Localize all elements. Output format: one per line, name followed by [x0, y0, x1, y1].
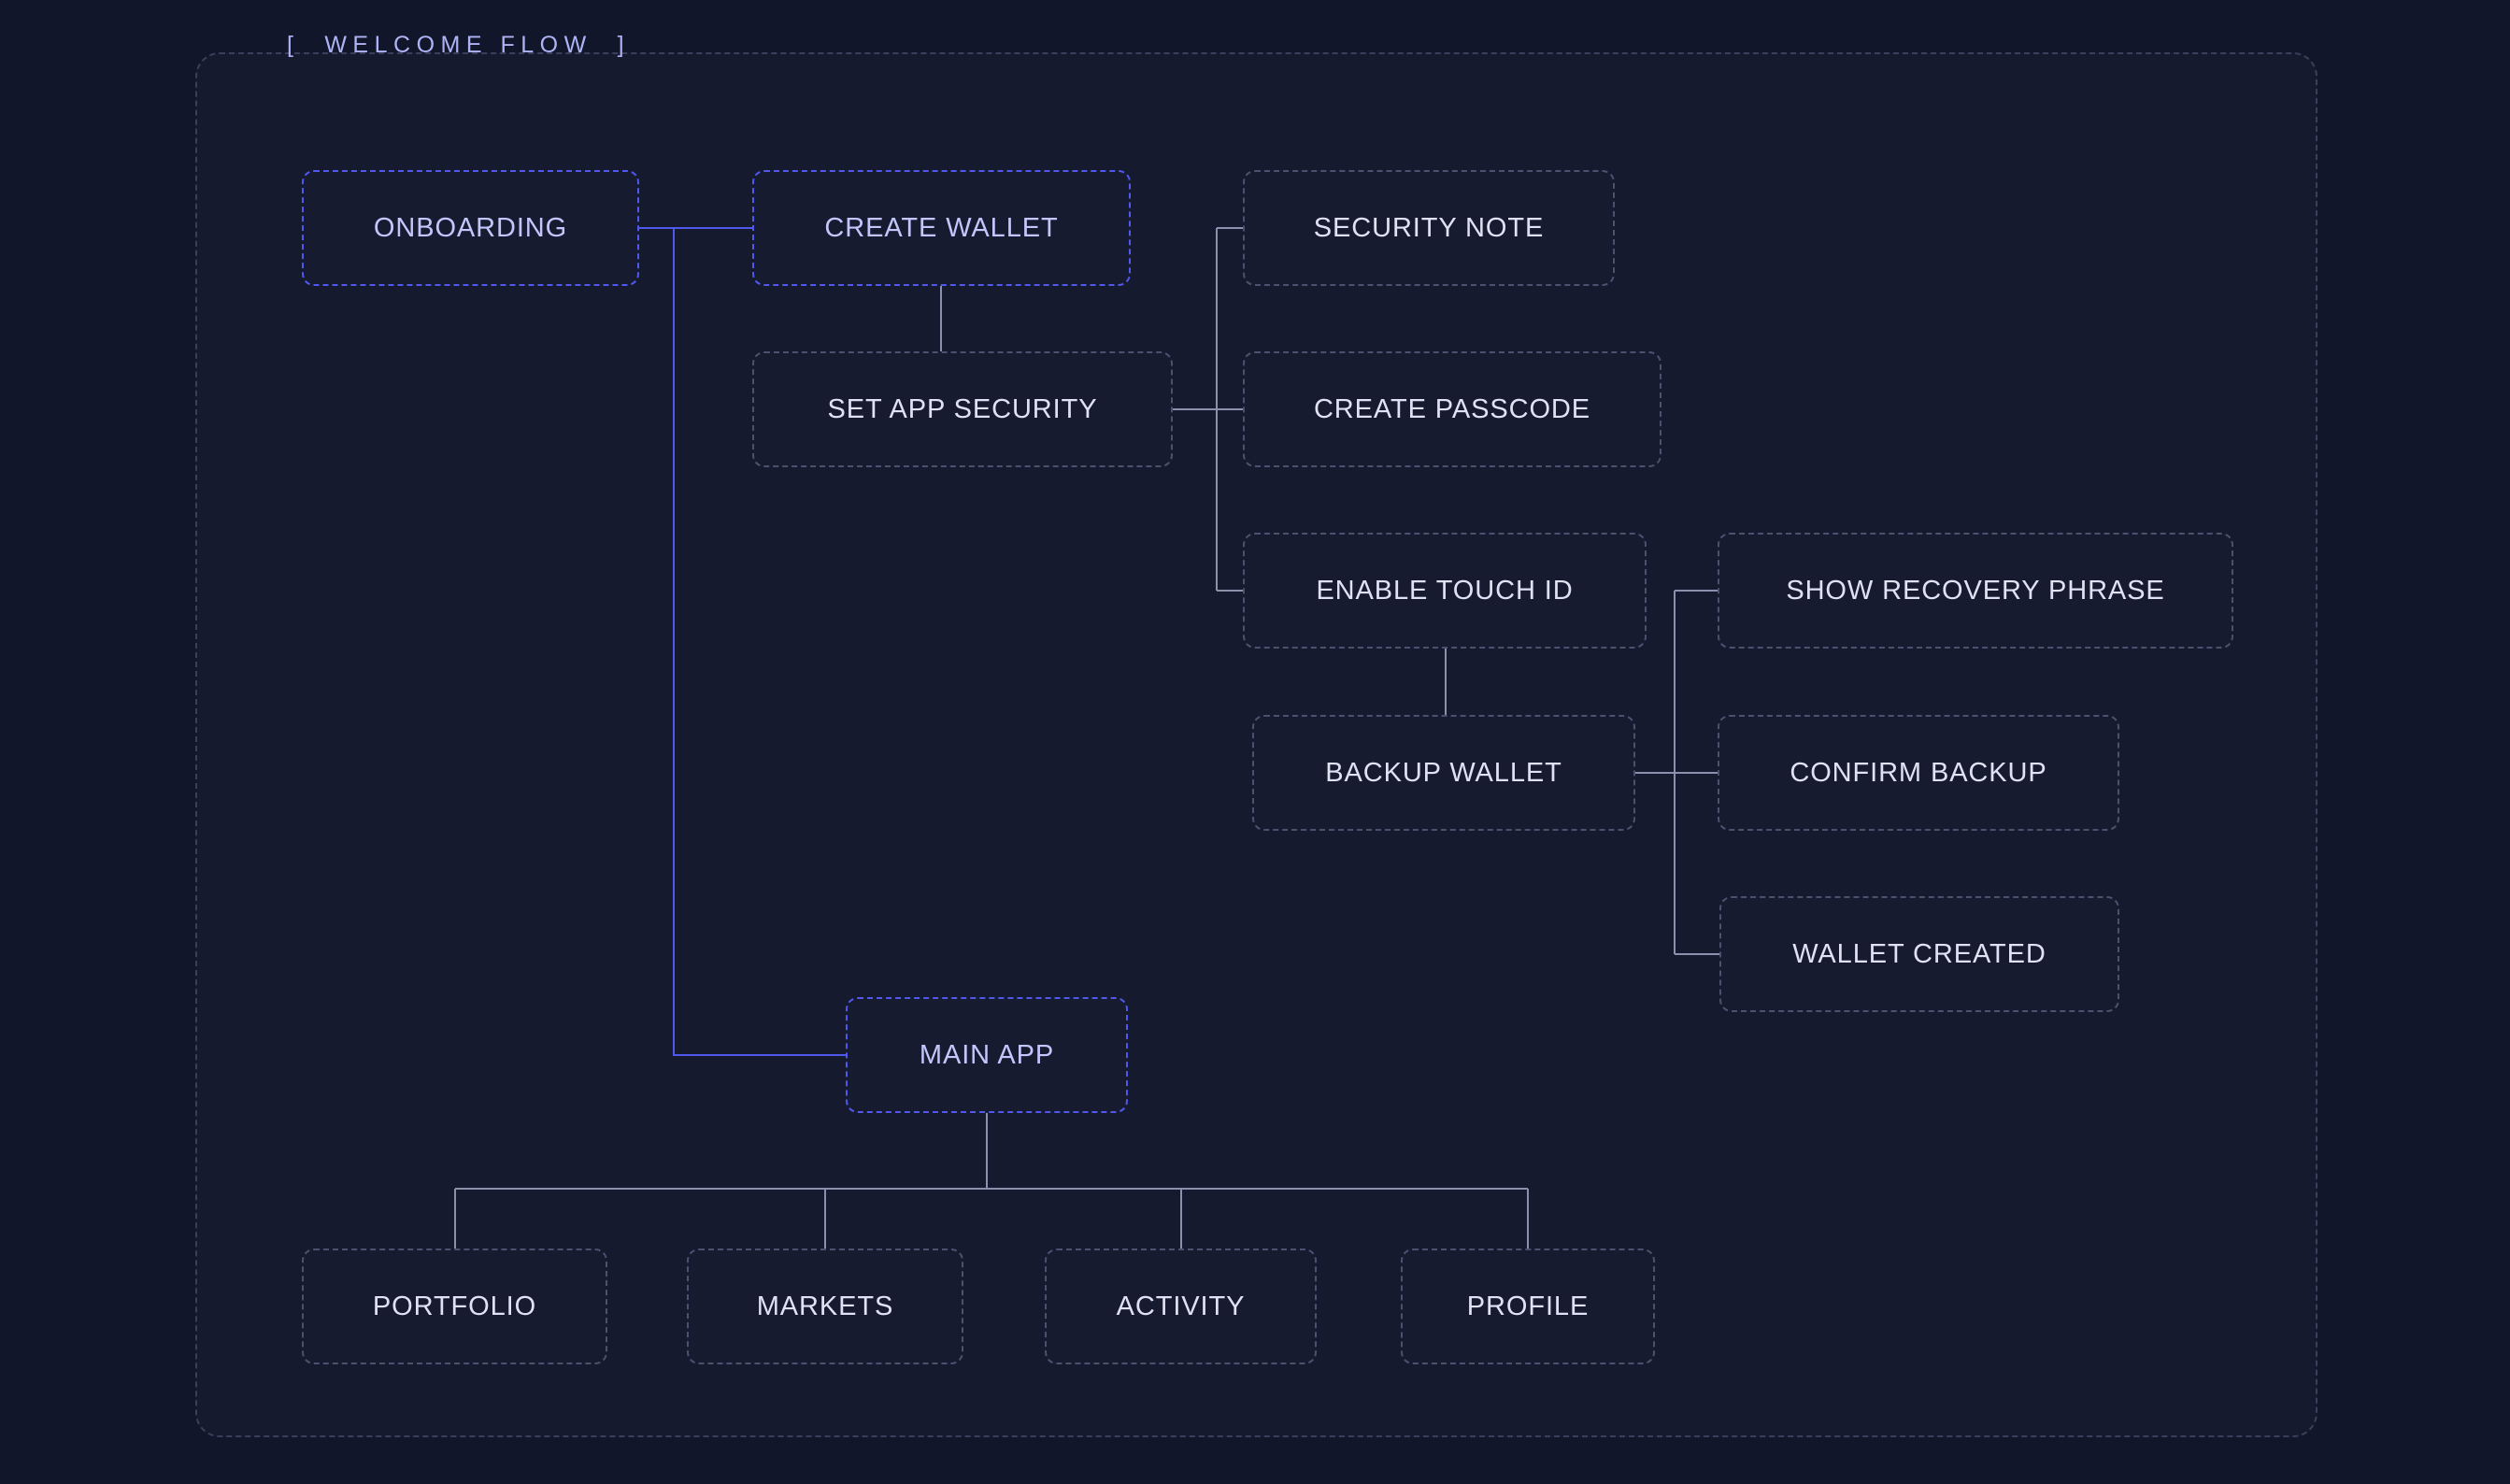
- flow-node-activity[interactable]: ACTIVITY: [1045, 1249, 1317, 1364]
- flow-node-onboarding[interactable]: ONBOARDING: [302, 170, 639, 286]
- flow-node-label: SET APP SECURITY: [828, 396, 1098, 423]
- flow-node-label: ENABLE TOUCH ID: [1316, 578, 1573, 605]
- flow-node-label: MAIN APP: [920, 1042, 1054, 1069]
- flow-node-markets[interactable]: MARKETS: [687, 1249, 963, 1364]
- flow-node-label: SECURITY NOTE: [1314, 215, 1544, 242]
- flow-node-security-note[interactable]: SECURITY NOTE: [1243, 170, 1615, 286]
- flow-node-set-app-security[interactable]: SET APP SECURITY: [752, 351, 1173, 467]
- flow-node-enable-touch-id[interactable]: ENABLE TOUCH ID: [1243, 533, 1647, 649]
- flow-node-label: SHOW RECOVERY PHRASE: [1786, 578, 2164, 605]
- flow-node-show-recovery[interactable]: SHOW RECOVERY PHRASE: [1718, 533, 2233, 649]
- flow-node-label: CREATE PASSCODE: [1314, 396, 1590, 423]
- flow-node-portfolio[interactable]: PORTFOLIO: [302, 1249, 607, 1364]
- flow-node-label: CONFIRM BACKUP: [1790, 760, 2047, 787]
- flow-node-label: WALLET CREATED: [1792, 941, 2047, 968]
- flow-node-label: ACTIVITY: [1117, 1293, 1246, 1320]
- flow-node-create-wallet[interactable]: CREATE WALLET: [752, 170, 1131, 286]
- page-title: [ WELCOME FLOW ]: [287, 32, 630, 59]
- flow-node-label: PROFILE: [1467, 1293, 1589, 1320]
- flow-node-main-app[interactable]: MAIN APP: [846, 997, 1128, 1113]
- flow-node-confirm-backup[interactable]: CONFIRM BACKUP: [1718, 715, 2119, 831]
- flow-node-create-passcode[interactable]: CREATE PASSCODE: [1243, 351, 1661, 467]
- flow-node-label: MARKETS: [757, 1293, 894, 1320]
- flow-node-backup-wallet[interactable]: BACKUP WALLET: [1252, 715, 1635, 831]
- flow-node-label: ONBOARDING: [374, 215, 567, 242]
- flow-node-profile[interactable]: PROFILE: [1401, 1249, 1655, 1364]
- flow-node-label: BACKUP WALLET: [1325, 760, 1562, 787]
- flow-node-wallet-created[interactable]: WALLET CREATED: [1719, 896, 2119, 1012]
- flow-node-label: CREATE WALLET: [824, 215, 1058, 242]
- flow-node-label: PORTFOLIO: [373, 1293, 536, 1320]
